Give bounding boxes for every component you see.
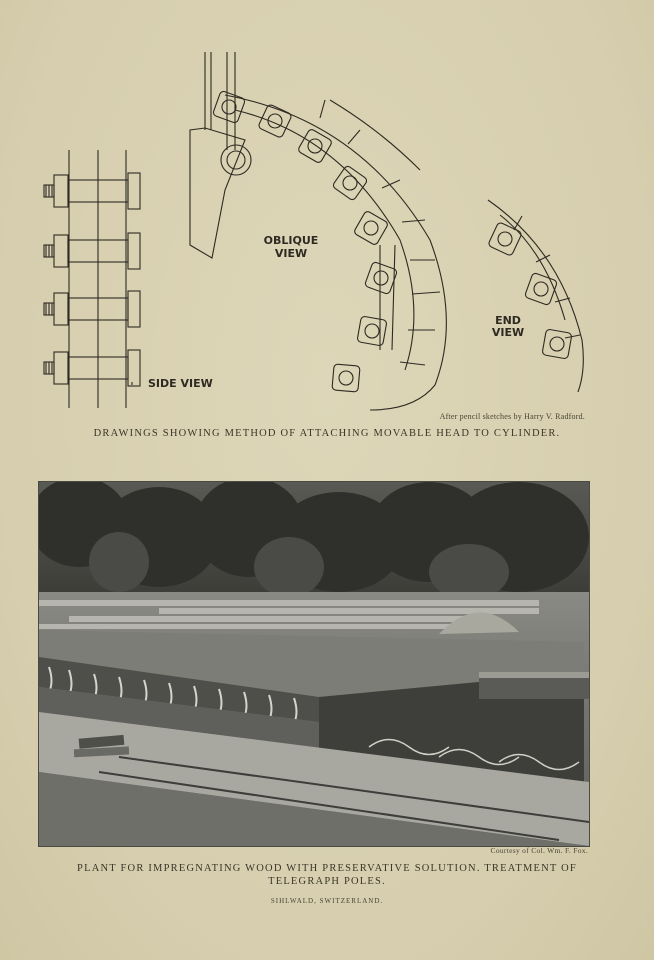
photo-caption: PLANT FOR IMPREGNATING WOOD WITH PRESERV…	[40, 862, 614, 888]
oblique-view-label-line1: OBLIQUE	[264, 234, 319, 247]
side-view-drawing	[43, 150, 141, 408]
bolt	[43, 290, 141, 328]
end-view-label-line1: END	[495, 314, 521, 327]
photo-caption-line2: TELEGRAPH POLES.	[268, 876, 386, 887]
technical-drawing: SIDE VIEW OBLIQUE VIEW END VIEW	[43, 52, 584, 411]
photo-credit: Courtesy of Col. Wm. F. Fox.	[490, 846, 588, 855]
end-view-drawing	[487, 199, 584, 393]
photo-caption-line1: PLANT FOR IMPREGNATING WOOD WITH PRESERV…	[77, 863, 577, 874]
drawing-credit: After pencil sketches by Harry V. Radfor…	[439, 412, 585, 421]
bolt	[43, 232, 141, 270]
photo-illustration	[39, 482, 589, 846]
bolt	[43, 349, 141, 387]
side-view-label: SIDE VIEW	[148, 377, 213, 390]
oblique-view-label-line2: VIEW	[275, 247, 307, 260]
end-view-label-line2: VIEW	[492, 326, 524, 339]
drawing-caption: DRAWINGS SHOWING METHOD OF ATTACHING MOV…	[93, 428, 561, 439]
photo-location: SIHLWALD, SWITZERLAND.	[270, 897, 384, 905]
photograph	[38, 481, 590, 847]
oblique-view-drawing	[189, 52, 447, 411]
bolt	[43, 172, 141, 210]
